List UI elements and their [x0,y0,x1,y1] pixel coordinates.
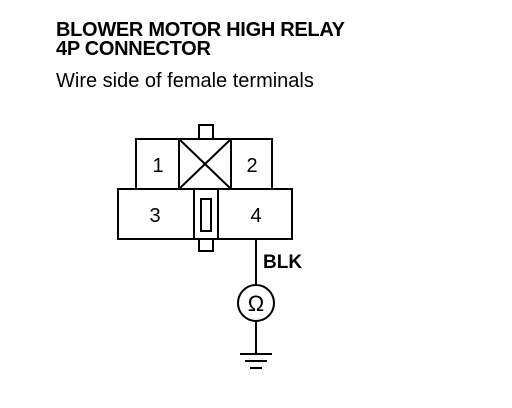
diagram-subtitle-connector: 4P CONNECTOR [56,38,211,60]
connector-bottom-tab [198,238,214,252]
wire-color-label: BLK [263,252,302,273]
connector-key-slot [200,198,212,232]
blank-cavity-x-mark [178,138,232,190]
diagram-title: BLOWER MOTOR HIGH RELAY [56,19,345,41]
view-description: Wire side of female terminals [56,70,314,92]
terminal-3-label: 3 [149,205,160,227]
terminal-2-label: 2 [246,155,257,177]
ohm-symbol: Ω [248,291,264,316]
connector-top-tab [198,124,214,140]
terminal-1-label: 1 [152,155,163,177]
ground-symbol-icon [240,353,272,369]
terminal-4-label: 4 [250,205,261,227]
